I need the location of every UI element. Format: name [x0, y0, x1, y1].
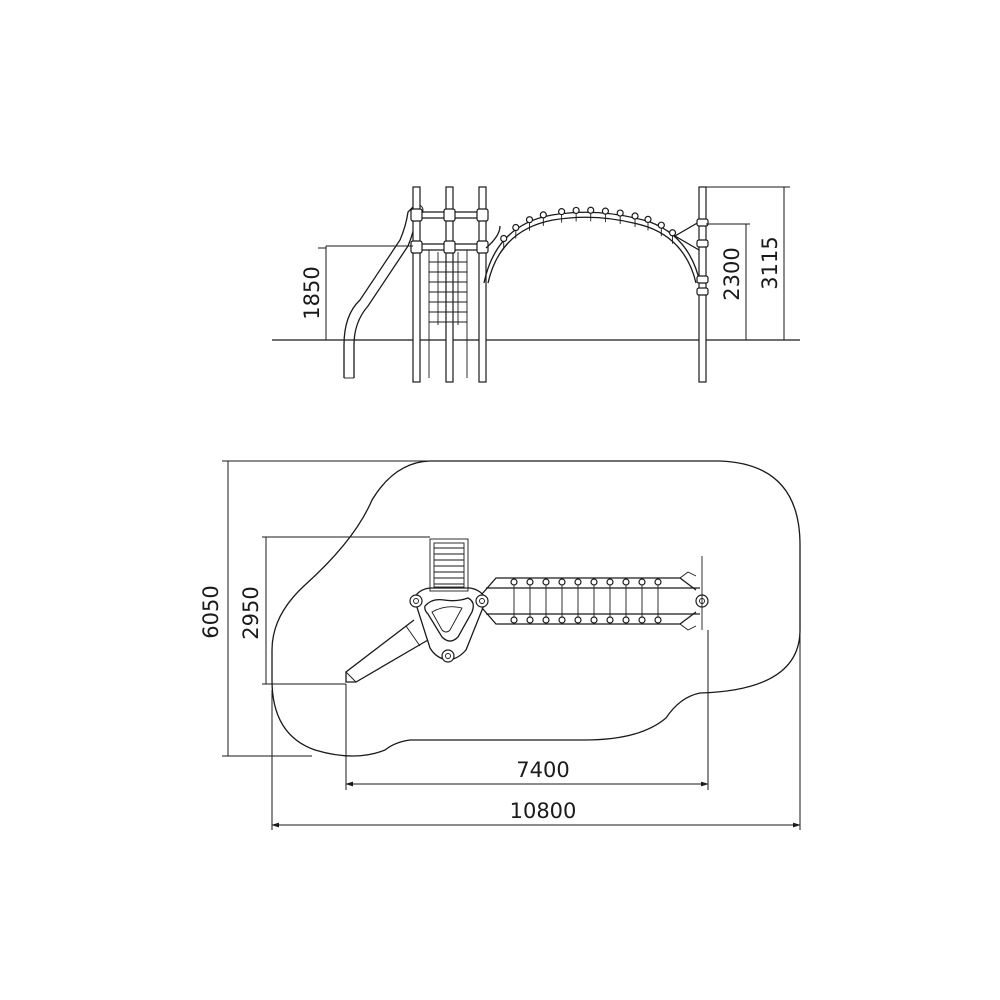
bar-joint [526, 616, 534, 624]
bar-joint [590, 578, 598, 586]
dimension-2950: 2950 [239, 536, 430, 685]
safety-zone-outline [271, 460, 801, 757]
arch-joint [668, 229, 677, 237]
bar-joint [510, 616, 518, 624]
tower-top-rails [410, 208, 489, 222]
plan-view: 6050 2950 7400 10800 [199, 460, 801, 830]
dimension-3115: 3115 [706, 186, 790, 340]
dimension-total-height: 3115 [758, 236, 782, 289]
dimension-10800: 10800 [271, 620, 801, 830]
arch-joint [631, 212, 639, 220]
bar-joint [558, 578, 566, 586]
slide [343, 204, 424, 379]
bar-joint [638, 578, 646, 586]
dimension-equipment-depth: 2950 [239, 586, 263, 639]
arch-joint [657, 221, 665, 229]
dimension-safety-zone-depth: 6050 [199, 585, 223, 638]
rope-ladder [428, 250, 468, 378]
bar-joint [542, 578, 550, 586]
bar-joint [638, 616, 646, 624]
bar-joint [654, 578, 662, 586]
arch-joint [616, 209, 624, 217]
bar-joint [606, 616, 614, 624]
bar-joint [654, 616, 662, 624]
arch-joint [558, 208, 566, 216]
arch-joint [512, 223, 520, 232]
arch-joint [572, 206, 580, 215]
dimension-1850: 1850 [300, 245, 413, 340]
dimension-equipment-length: 7400 [516, 758, 569, 782]
dimension-2300: 2300 [706, 223, 750, 340]
monkey-bar-arch [483, 206, 701, 284]
arch-end-post [673, 186, 709, 383]
dimension-6050: 6050 [199, 460, 430, 757]
slide-plan [345, 619, 429, 683]
dimension-7400: 7400 [345, 630, 709, 790]
bar-joint [622, 616, 630, 624]
tower-platform-plan [409, 587, 489, 663]
dimension-platform-height: 1850 [300, 266, 324, 319]
arch-joint [601, 207, 610, 215]
rope-ladder-plan [429, 538, 469, 592]
tower-brace [485, 225, 501, 249]
monkey-bars-plan [481, 556, 709, 631]
dimension-bar-height: 2300 [720, 247, 744, 300]
bar-joint [606, 578, 614, 586]
bar-joint [622, 578, 630, 586]
bar-joint [574, 616, 582, 624]
dimension-safety-zone-length: 10800 [510, 799, 577, 823]
bar-joint [590, 616, 598, 624]
arch-joint [500, 234, 508, 243]
bar-joint [574, 578, 582, 586]
arch-joint [587, 206, 595, 214]
arch-joint [539, 211, 547, 219]
elevation-view: 1850 2300 3115 [272, 186, 800, 383]
bar-joint [526, 578, 534, 586]
bar-joint [510, 578, 518, 586]
arch-joint [644, 215, 652, 224]
tower-posts [412, 186, 487, 383]
arch-joint [525, 216, 534, 224]
platform-deck [410, 240, 489, 254]
bar-joint [542, 616, 550, 624]
bar-joint [558, 616, 566, 624]
